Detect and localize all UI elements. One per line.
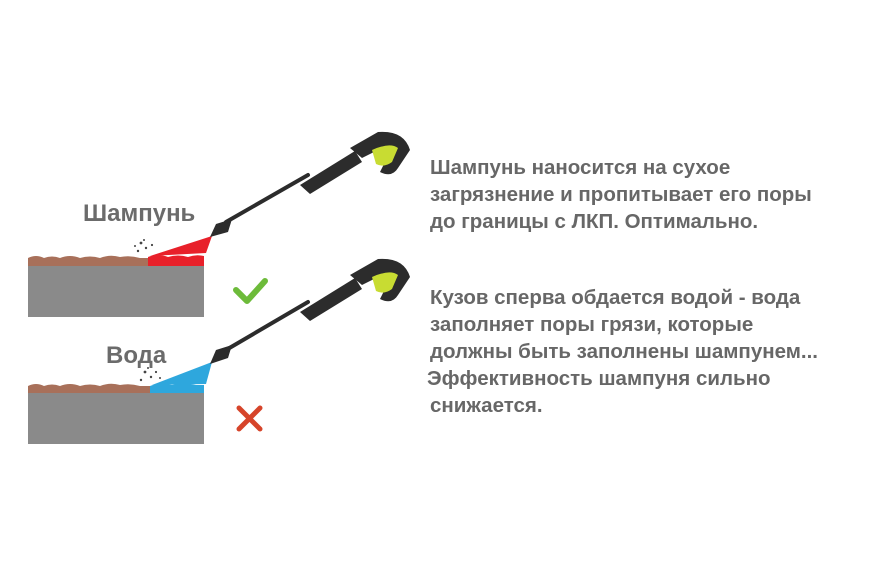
dirt-layer-water [28,383,150,393]
pressure-washer-gun-2 [210,258,410,364]
water-soaked-dirt [150,383,204,393]
car-surface-water [28,392,204,444]
description-line: снижается. [430,394,543,417]
shampoo-droplets [134,239,154,253]
description-line: Кузов сперва обдается водой - вода [430,286,801,309]
shampoo-description: Шампунь наносится на сухое загрязнение и… [430,154,812,235]
shampoo-label: Шампунь [83,200,196,227]
description-line: должны быть заполнены шампунем... [430,340,818,363]
shampoo-panel-graphic [28,131,410,317]
pressure-washer-gun-1 [210,131,410,237]
check-mark-icon [233,278,268,304]
description-line: заполняет поры грязи, которые [430,313,754,336]
water-label: Вода [106,342,167,369]
description-line: Эффективность шампуня сильно [427,367,771,390]
water-panel-graphic [28,258,410,444]
cross-mark-icon [236,405,263,432]
water-spray [152,362,212,385]
water-droplets [139,367,161,382]
description-line: Шампунь наносится на сухое [430,156,731,179]
shampoo-soaked-dirt [148,255,204,266]
description-line: до границы с ЛКП. Оптимально. [430,210,759,233]
description-line: загрязнение и пропитывает его поры [430,183,812,206]
shampoo-spray [150,236,212,256]
water-description: Кузов сперва обдается водой - вода запол… [427,284,818,419]
dirt-layer-shampoo [28,255,150,266]
car-surface-shampoo [28,265,204,317]
